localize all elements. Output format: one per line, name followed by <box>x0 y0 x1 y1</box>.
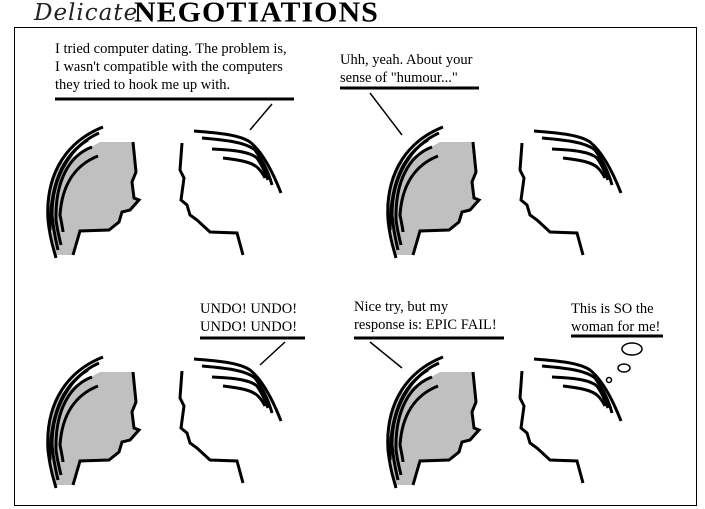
woman-figure <box>384 125 481 260</box>
speech-pointer <box>369 341 403 369</box>
man-figure <box>178 129 283 257</box>
man-figure <box>178 357 283 485</box>
speech-pointer <box>259 341 286 366</box>
thought-bubble <box>605 376 613 384</box>
thought-text-panel-4: This is SO the woman for me! <box>571 301 661 335</box>
speech-text-panel-1: I tried computer dating. The problem is,… <box>55 41 287 93</box>
speech-pointer <box>369 92 403 136</box>
speech-text-panel-2: Uhh, yeah. About your sense of "humour..… <box>340 52 473 86</box>
thought-bubble <box>621 342 643 356</box>
man-figure <box>518 129 623 257</box>
thought-bubble <box>617 363 631 373</box>
speech-text-panel-4: Nice try, but my response is: EPIC FAIL! <box>354 299 497 333</box>
speech-text-panel-3: UNDO! UNDO! UNDO! UNDO! <box>200 301 298 335</box>
title-delicate: Delicate <box>34 0 139 26</box>
woman-figure <box>384 355 481 490</box>
title-negotiations: NEGOTIATIONS <box>134 0 379 29</box>
comic-frame <box>14 27 697 506</box>
man-figure <box>518 357 623 485</box>
woman-figure <box>44 125 141 260</box>
speech-pointer <box>249 103 273 131</box>
woman-figure <box>44 355 141 490</box>
